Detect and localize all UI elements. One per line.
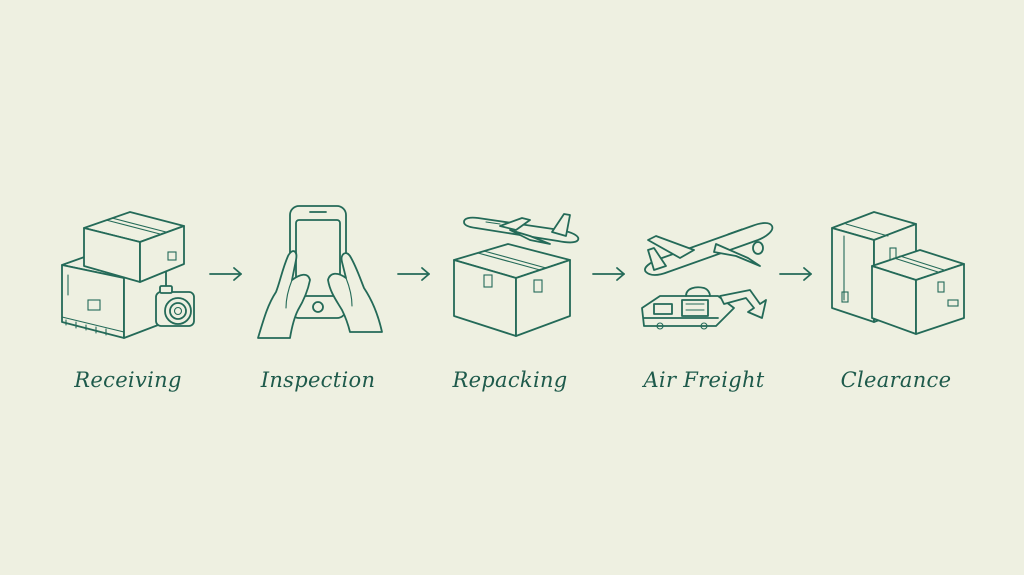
step-clearance: Clearance — [816, 200, 976, 410]
arrow-right-icon — [777, 264, 817, 284]
arrow-right-icon — [590, 264, 630, 284]
step-label: Receiving — [74, 368, 182, 392]
step-label: Clearance — [840, 368, 952, 392]
arrow-right-icon — [395, 264, 435, 284]
stacked-boxes-icon — [831, 211, 965, 335]
step-air-freight: Air Freight — [624, 200, 784, 410]
arrow-right-icon — [207, 264, 247, 284]
step-inspection: Inspection — [238, 200, 398, 410]
box-airplane-icon — [453, 213, 580, 337]
smartphone-hands-icon — [257, 205, 383, 339]
step-label: Air Freight — [643, 368, 765, 392]
step-receiving: Receiving — [48, 200, 208, 410]
boxes-camera-icon — [61, 211, 195, 339]
airplane-cargo-icon — [641, 222, 774, 330]
step-repacking: Repacking — [430, 200, 590, 410]
step-label: Inspection — [260, 368, 376, 392]
step-label: Repacking — [452, 368, 568, 392]
